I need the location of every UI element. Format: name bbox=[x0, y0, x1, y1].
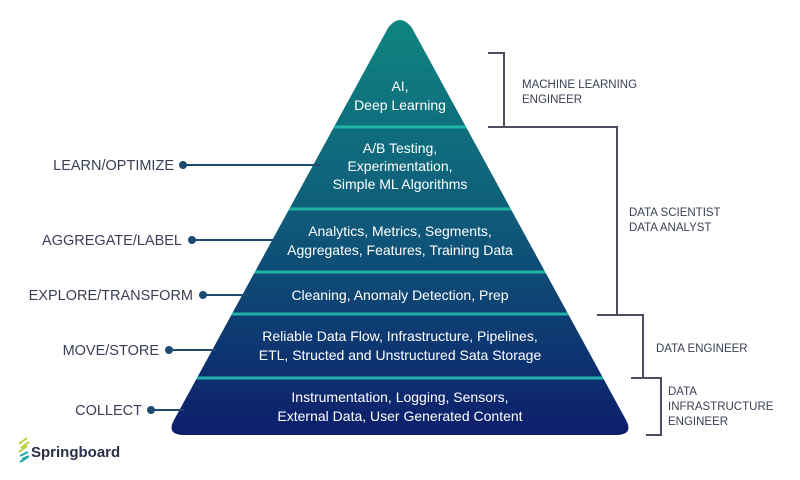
logo-text: Springboard bbox=[31, 444, 120, 461]
connector-dot bbox=[188, 236, 196, 244]
level-text: Reliable Data Flow, Infrastructure, Pipe… bbox=[262, 328, 537, 344]
stage-explore-transform: EXPLORE/TRANSFORM bbox=[29, 288, 248, 304]
level-text: Aggregates, Features, Training Data bbox=[287, 242, 513, 258]
level-explore: Cleaning, Anomaly Detection, Prep bbox=[291, 287, 508, 303]
level-learn: A/B Testing, Experimentation, Simple ML … bbox=[333, 140, 468, 192]
stage-aggregate-label: AGGREGATE/LABEL bbox=[42, 233, 279, 249]
logo-mark-icon bbox=[18, 437, 30, 463]
role-data-engineer: DATA ENGINEER bbox=[597, 314, 748, 378]
level-text: Simple ML Algorithms bbox=[333, 176, 468, 192]
role-bracket bbox=[488, 126, 618, 315]
connector-dot bbox=[147, 406, 155, 414]
stage-label: EXPLORE/TRANSFORM bbox=[29, 288, 193, 304]
stage-collect: COLLECT bbox=[75, 403, 184, 419]
level-text: A/B Testing, bbox=[363, 140, 437, 156]
level-text: ETL, Structed and Unstructured Sata Stor… bbox=[259, 347, 542, 363]
role-label: ENGINEER bbox=[522, 94, 582, 106]
role-data-infrastructure-engineer: DATA INFRASTRUCTURE ENGINEER bbox=[631, 377, 774, 436]
stage-label: LEARN/OPTIMIZE bbox=[53, 158, 174, 174]
level-text: Analytics, Metrics, Segments, bbox=[308, 223, 492, 239]
role-label: ENGINEER bbox=[668, 416, 728, 428]
role-label: INFRASTRUCTURE bbox=[668, 401, 774, 413]
stage-label: COLLECT bbox=[75, 403, 142, 419]
level-collect: Instrumentation, Logging, Sensors, Exter… bbox=[277, 389, 522, 424]
level-text: Deep Learning bbox=[354, 97, 446, 113]
level-text: Cleaning, Anomaly Detection, Prep bbox=[291, 287, 508, 303]
connector-dot bbox=[165, 346, 173, 354]
role-label: DATA ENGINEER bbox=[656, 343, 748, 355]
stage-move-store: MOVE/STORE bbox=[63, 343, 216, 359]
stage-learn-optimize: LEARN/OPTIMIZE bbox=[53, 158, 321, 174]
stage-label: MOVE/STORE bbox=[63, 343, 160, 359]
level-ai: AI, Deep Learning bbox=[354, 78, 446, 113]
level-text: External Data, User Generated Content bbox=[277, 408, 522, 424]
role-label: DATA ANALYST bbox=[629, 222, 711, 234]
springboard-logo: Springboard bbox=[18, 437, 120, 463]
connector-dot bbox=[179, 161, 187, 169]
role-label: MACHINE LEARNING bbox=[522, 79, 637, 91]
level-text: AI, bbox=[391, 78, 408, 94]
level-text: Instrumentation, Logging, Sensors, bbox=[291, 389, 508, 405]
role-bracket bbox=[631, 377, 662, 436]
level-aggregate: Analytics, Metrics, Segments, Aggregates… bbox=[287, 223, 513, 258]
role-label: DATA bbox=[668, 386, 697, 398]
role-label: DATA SCIENTIST bbox=[629, 207, 721, 219]
role-data-scientist: DATA SCIENTIST DATA ANALYST bbox=[488, 126, 721, 315]
role-bracket bbox=[597, 314, 644, 378]
level-text: Experimentation, bbox=[347, 158, 452, 174]
role-bracket bbox=[488, 52, 505, 127]
level-move: Reliable Data Flow, Infrastructure, Pipe… bbox=[259, 328, 542, 363]
stage-label: AGGREGATE/LABEL bbox=[42, 233, 182, 249]
connector-dot bbox=[199, 291, 207, 299]
pyramid: AI, Deep Learning A/B Testing, Experimen… bbox=[171, 20, 629, 435]
pyramid-shape bbox=[171, 20, 629, 435]
role-ml-engineer: MACHINE LEARNING ENGINEER bbox=[488, 52, 637, 127]
